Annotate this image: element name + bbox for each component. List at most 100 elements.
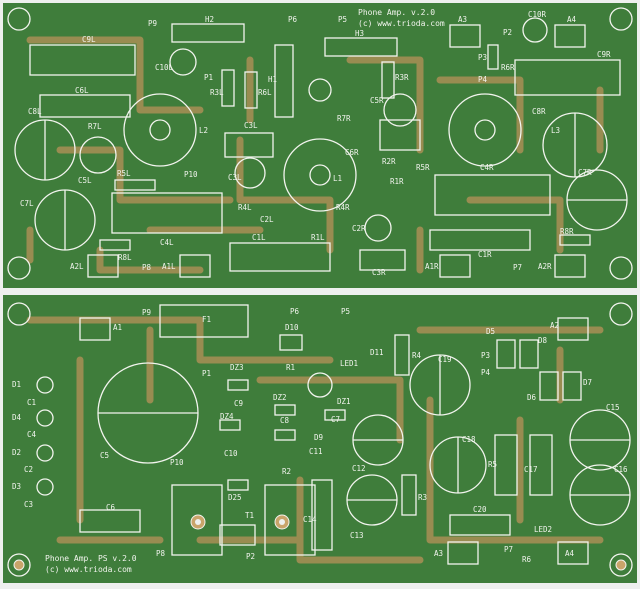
label: F1 xyxy=(202,315,211,324)
label: D3 xyxy=(12,482,21,491)
label: R1 xyxy=(286,363,295,372)
label: C7 xyxy=(331,415,340,424)
label: A1R xyxy=(425,262,439,271)
board-copyright: (c) www.trioda.com xyxy=(45,565,132,574)
component-outlines xyxy=(7,302,633,577)
board-title: Phone Amp. PS v.2.0 xyxy=(45,554,137,563)
label: D9 xyxy=(314,433,323,442)
label: C5L xyxy=(78,176,92,185)
label: R2R xyxy=(382,157,396,166)
label: P7 xyxy=(513,263,522,272)
silkscreen-labels: Phone Amp. PS v.2.0 (c) www.trioda.com A… xyxy=(12,307,628,574)
label: C9 xyxy=(234,399,243,408)
label: D5 xyxy=(486,327,495,336)
power-supply-board: Phone Amp. PS v.2.0 (c) www.trioda.com A… xyxy=(3,295,637,583)
label: C14 xyxy=(303,515,317,524)
label: A1L xyxy=(162,262,176,271)
label: C3 xyxy=(24,500,33,509)
label: P2 xyxy=(246,552,255,561)
label: H2 xyxy=(205,15,214,24)
label: A1 xyxy=(113,323,122,332)
label: D11 xyxy=(370,348,384,357)
board-title: Phone Amp. v.2.0 xyxy=(358,8,435,17)
label: P3 xyxy=(481,351,490,360)
label: H1 xyxy=(268,75,277,84)
label: R6 xyxy=(522,555,532,564)
label: A3 xyxy=(434,549,443,558)
label: C7L xyxy=(20,199,34,208)
label: R3 xyxy=(418,493,427,502)
copper-traces xyxy=(26,36,604,274)
label: D10 xyxy=(285,323,299,332)
label: P2 xyxy=(503,28,512,37)
label: LED2 xyxy=(534,525,552,534)
label: C5R xyxy=(370,96,384,105)
label: P6 xyxy=(288,15,298,24)
label: C1R xyxy=(478,250,492,259)
label: DZ3 xyxy=(230,363,244,372)
label: P5 xyxy=(341,307,350,316)
silkscreen-labels: Phone Amp. v.2.0 (c) www.trioda.com P9 H… xyxy=(20,8,611,277)
label: R4R xyxy=(336,203,350,212)
label: C5 xyxy=(100,451,109,460)
label: L1 xyxy=(333,174,342,183)
label: A2R xyxy=(538,262,552,271)
board-substrate xyxy=(3,3,637,288)
label: R8L xyxy=(118,253,132,262)
label: C1 xyxy=(27,398,36,407)
label: D25 xyxy=(228,493,242,502)
label: P9 xyxy=(148,19,157,28)
label: C7R xyxy=(578,168,592,177)
label: C4 xyxy=(27,430,37,439)
label: DZ2 xyxy=(273,393,287,402)
component-outlines xyxy=(7,7,633,280)
label: C2R xyxy=(352,224,366,233)
label: C10R xyxy=(528,10,547,19)
label: C10 xyxy=(224,449,238,458)
label: C9R xyxy=(597,50,611,59)
label: R7R xyxy=(337,114,351,123)
label: C3R xyxy=(372,268,386,277)
label: P4 xyxy=(478,75,488,84)
label: R5 xyxy=(488,460,497,469)
label: P6 xyxy=(290,307,300,316)
label: C20 xyxy=(473,505,487,514)
label: DZ1 xyxy=(337,397,351,406)
label: R4L xyxy=(238,203,252,212)
label: C11 xyxy=(309,447,323,456)
label: D8 xyxy=(538,336,548,345)
label: P8 xyxy=(142,263,152,272)
label: P10 xyxy=(170,458,184,467)
label: R2 xyxy=(282,467,291,476)
label: A3 xyxy=(458,15,467,24)
label: L2 xyxy=(199,126,208,135)
board-copyright: (c) www.trioda.com xyxy=(358,19,445,28)
label: D1 xyxy=(12,380,21,389)
label: P7 xyxy=(504,545,513,554)
label: L3 xyxy=(551,126,560,135)
label: C15 xyxy=(606,403,620,412)
label: C8R xyxy=(532,107,546,116)
label: A2 xyxy=(550,321,559,330)
label: P1 xyxy=(204,73,213,82)
label: DZ4 xyxy=(220,412,234,421)
label: C3L xyxy=(244,121,258,130)
label: R7L xyxy=(88,122,102,131)
board-substrate xyxy=(3,295,637,583)
label: D7 xyxy=(583,378,592,387)
label: P4 xyxy=(481,368,491,377)
label: H3 xyxy=(355,29,364,38)
mounting-pads xyxy=(13,514,627,571)
label: P8 xyxy=(156,549,166,558)
label: R3R xyxy=(395,73,409,82)
label: R3L xyxy=(210,88,224,97)
label: C2 xyxy=(24,465,33,474)
label: R6R xyxy=(501,63,515,72)
label: R1R xyxy=(390,177,404,186)
label: P5 xyxy=(338,15,347,24)
label: C6R xyxy=(345,148,359,157)
label: R1L xyxy=(311,233,325,242)
label: C10L xyxy=(155,63,174,72)
label: A2L xyxy=(70,262,84,271)
label: D6 xyxy=(527,393,537,402)
